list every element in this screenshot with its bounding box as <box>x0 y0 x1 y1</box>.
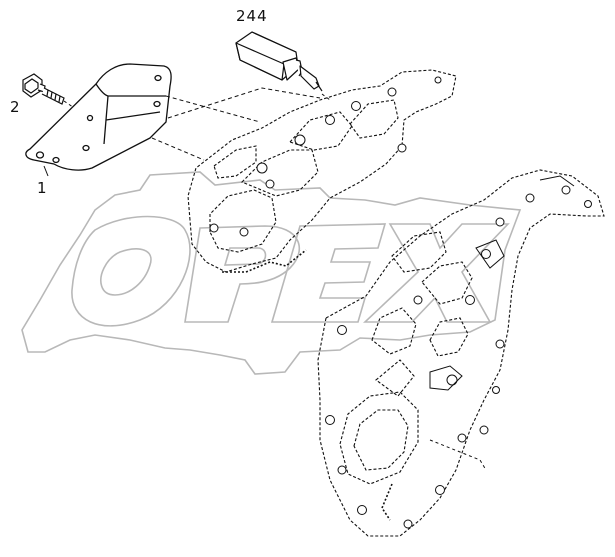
bolt-part-2 <box>22 73 65 105</box>
callout-2: 2 <box>10 98 21 116</box>
upper-housing-bolt-holes <box>209 76 442 237</box>
opex-watermark <box>21 171 522 375</box>
lower-housing-bolt-holes <box>325 185 592 529</box>
lower-housing-outline <box>317 169 605 537</box>
lower-housing-details <box>429 175 575 471</box>
callout-244: 244 <box>236 7 268 25</box>
lower-housing-gasket-edge <box>381 483 393 521</box>
upper-housing-gasket-edge <box>222 249 307 273</box>
bracket-part-1 <box>25 63 172 171</box>
callout-1: 1 <box>37 179 48 197</box>
watermark-gear-outline <box>21 171 522 375</box>
upper-housing-outline <box>187 69 457 273</box>
leader-line-1 <box>43 165 49 177</box>
assembly-dashed-lines <box>151 87 321 161</box>
watermark-letters <box>71 215 510 327</box>
sensor-part-244 <box>235 31 323 92</box>
leader-line-244 <box>321 93 331 101</box>
